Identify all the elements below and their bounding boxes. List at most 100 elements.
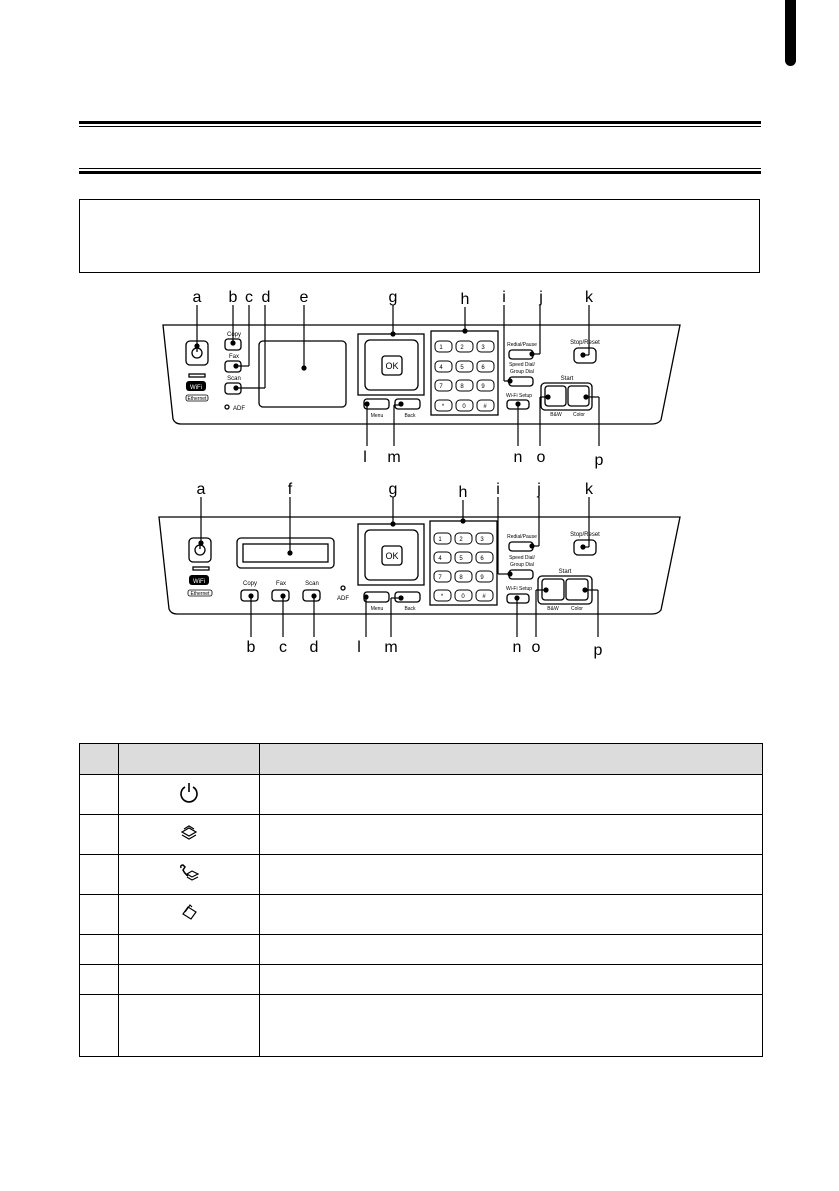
svg-text:Ethernet: Ethernet bbox=[191, 591, 211, 597]
svg-text:Color: Color bbox=[573, 412, 585, 418]
svg-text:Wi-Fi Setup: Wi-Fi Setup bbox=[506, 586, 532, 592]
note-box bbox=[79, 199, 760, 273]
svg-text:m: m bbox=[387, 449, 400, 466]
svg-text:5: 5 bbox=[459, 556, 463, 562]
start-color-button-top bbox=[567, 385, 590, 407]
svg-text:Copy: Copy bbox=[227, 332, 241, 338]
svg-text:3: 3 bbox=[480, 537, 484, 543]
svg-text:o: o bbox=[537, 449, 546, 466]
svg-text:g: g bbox=[389, 289, 398, 306]
table-header-cell bbox=[259, 743, 763, 775]
svg-text:B&W: B&W bbox=[550, 412, 562, 418]
menu-button-top bbox=[363, 398, 390, 410]
table-row bbox=[79, 774, 763, 815]
svg-text:m: m bbox=[384, 639, 397, 656]
svg-text:6: 6 bbox=[480, 556, 484, 562]
scan-icon bbox=[182, 904, 197, 920]
svg-text:b: b bbox=[229, 289, 238, 306]
svg-text:a: a bbox=[197, 481, 206, 498]
svg-text:9: 9 bbox=[480, 575, 484, 581]
svg-text:#: # bbox=[482, 594, 486, 600]
svg-text:l: l bbox=[357, 639, 361, 656]
svg-text:Wi-Fi Setup: Wi-Fi Setup bbox=[506, 393, 532, 399]
svg-text:c: c bbox=[279, 639, 287, 656]
svg-text:OK: OK bbox=[385, 361, 398, 371]
table-row bbox=[79, 964, 763, 995]
lcd-screen-top bbox=[258, 340, 347, 408]
svg-text:5: 5 bbox=[460, 365, 464, 371]
svg-text:Stop/Reset: Stop/Reset bbox=[570, 340, 600, 346]
page-edge-tab bbox=[785, 0, 796, 66]
table-header-cell bbox=[118, 743, 260, 775]
svg-text:Group Dial: Group Dial bbox=[510, 369, 534, 375]
svg-text:Back: Back bbox=[404, 606, 416, 612]
svg-text:i: i bbox=[496, 481, 500, 498]
svg-text:2: 2 bbox=[460, 345, 464, 351]
svg-text:e: e bbox=[300, 289, 309, 306]
svg-text:Group Dial: Group Dial bbox=[510, 562, 534, 568]
svg-text:Scan: Scan bbox=[227, 376, 241, 382]
svg-text:0: 0 bbox=[462, 404, 466, 410]
svg-text:Redial/Pause: Redial/Pause bbox=[507, 534, 537, 540]
power-icon bbox=[180, 783, 198, 803]
copy-icon bbox=[180, 825, 198, 840]
table-row bbox=[79, 994, 763, 1057]
svg-text:Back: Back bbox=[404, 413, 416, 419]
svg-text:o: o bbox=[532, 639, 541, 656]
svg-text:Start: Start bbox=[559, 569, 572, 575]
svg-text:Fax: Fax bbox=[229, 354, 239, 360]
svg-text:c: c bbox=[245, 289, 253, 306]
svg-text:Copy: Copy bbox=[243, 581, 257, 587]
svg-text:4: 4 bbox=[438, 556, 442, 562]
svg-text:l: l bbox=[363, 449, 367, 466]
svg-text:7: 7 bbox=[438, 575, 442, 581]
svg-text:p: p bbox=[595, 452, 604, 469]
lcd-screen-bottom bbox=[236, 537, 335, 569]
svg-text:WiFi: WiFi bbox=[190, 385, 202, 391]
svg-text:j: j bbox=[536, 481, 541, 498]
fax-icon bbox=[180, 864, 200, 881]
adf-led bbox=[224, 404, 230, 410]
copy-button-bottom bbox=[240, 589, 259, 602]
svg-text:9: 9 bbox=[481, 384, 485, 390]
svg-text:Speed Dial/: Speed Dial/ bbox=[509, 362, 535, 368]
svg-text:8: 8 bbox=[460, 384, 464, 390]
svg-text:Fax: Fax bbox=[276, 581, 286, 587]
svg-text:OK: OK bbox=[385, 551, 398, 561]
svg-text:n: n bbox=[514, 449, 523, 466]
fax-button-bottom bbox=[271, 589, 290, 602]
header-rule-bottom-thin bbox=[79, 168, 761, 169]
svg-text:Stop/Reset: Stop/Reset bbox=[570, 532, 600, 538]
svg-text:4: 4 bbox=[439, 365, 443, 371]
svg-text:0: 0 bbox=[461, 594, 465, 600]
svg-text:Scan: Scan bbox=[305, 581, 319, 587]
svg-text:WiFi: WiFi bbox=[193, 579, 205, 585]
svg-text:g: g bbox=[389, 481, 398, 498]
table-row bbox=[79, 854, 763, 895]
panel-outline-bottom bbox=[158, 516, 681, 615]
svg-text:d: d bbox=[262, 289, 271, 306]
header-rule-top bbox=[79, 121, 761, 124]
svg-text:#: # bbox=[483, 404, 487, 410]
svg-text:h: h bbox=[461, 291, 470, 308]
svg-text:p: p bbox=[594, 642, 603, 659]
header-rule-top-thin bbox=[79, 126, 761, 127]
scan-button-bottom bbox=[302, 589, 321, 602]
svg-text:b: b bbox=[247, 639, 256, 656]
svg-text:i: i bbox=[502, 289, 506, 306]
svg-text:n: n bbox=[513, 639, 522, 656]
table-header-cell bbox=[79, 743, 119, 775]
svg-text:h: h bbox=[459, 484, 468, 501]
svg-text:2: 2 bbox=[459, 537, 463, 543]
back-button-top bbox=[394, 398, 421, 410]
ok-button-top bbox=[381, 355, 403, 376]
start-bw-button-top bbox=[544, 385, 567, 407]
svg-text:k: k bbox=[585, 289, 594, 306]
svg-text:8: 8 bbox=[459, 575, 463, 581]
svg-text:f: f bbox=[288, 481, 293, 498]
svg-text:1: 1 bbox=[438, 537, 442, 543]
svg-text:Speed Dial/: Speed Dial/ bbox=[509, 555, 535, 561]
panel-outline-top bbox=[162, 324, 681, 425]
